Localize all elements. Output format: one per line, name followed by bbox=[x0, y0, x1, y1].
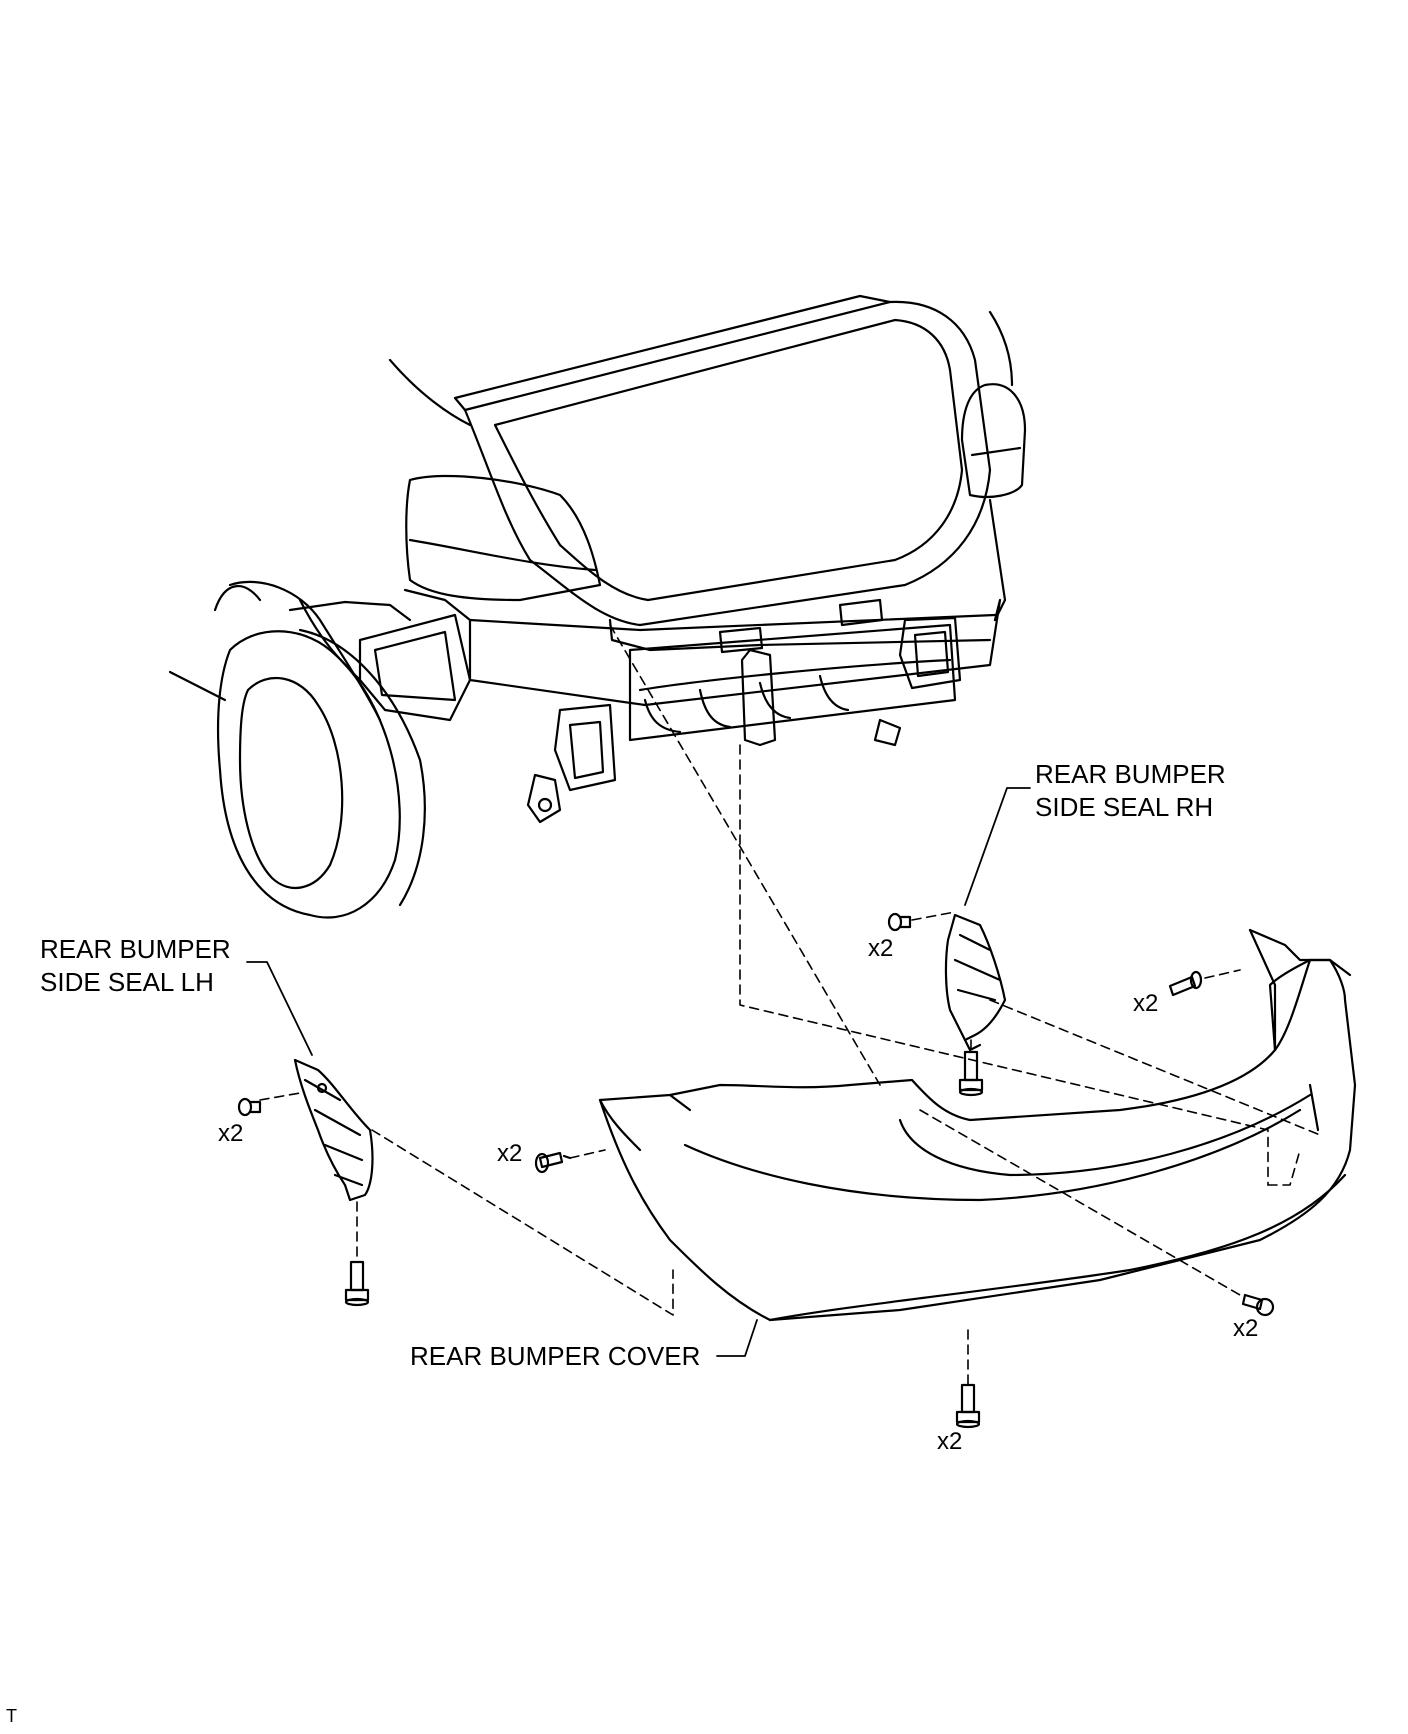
qty-rh-screw: x2 bbox=[1133, 990, 1159, 1017]
label-side-seal-rh-line2: SIDE SEAL RH bbox=[1035, 792, 1214, 822]
side-seal-lh bbox=[293, 1058, 374, 1202]
assembly-lines bbox=[259, 624, 1321, 1386]
fasteners bbox=[237, 912, 1275, 1429]
side-seal-rh bbox=[944, 913, 1007, 1052]
lh-clip bbox=[237, 1097, 262, 1117]
label-bumper-cover: REAR BUMPER COVER bbox=[410, 1341, 701, 1371]
rh-bumper-screw bbox=[1168, 970, 1203, 997]
vehicle-body bbox=[168, 294, 1027, 919]
qty-cover-left-screw: x2 bbox=[497, 1140, 523, 1167]
label-side-seal-lh-line2: SIDE SEAL LH bbox=[40, 967, 214, 997]
qty-lh-clip: x2 bbox=[218, 1120, 244, 1147]
qty-cover-bottom-screw: x2 bbox=[937, 1428, 963, 1455]
cover-bottom-screw bbox=[955, 1383, 981, 1429]
rear-bumper-cover bbox=[598, 928, 1357, 1322]
rh-clip bbox=[887, 912, 912, 932]
cover-right-screw bbox=[1241, 1293, 1275, 1317]
qty-cover-right-screw: x2 bbox=[1233, 1315, 1259, 1342]
label-side-seal-rh-line1: REAR BUMPER bbox=[1035, 759, 1226, 789]
label-side-seal-lh-line1: REAR BUMPER bbox=[40, 934, 231, 964]
label-side-seal-lh: REAR BUMPER SIDE SEAL LH bbox=[40, 933, 231, 999]
cover-left-screw bbox=[534, 1151, 572, 1174]
rh-vertical-screw bbox=[958, 1050, 984, 1097]
label-side-seal-rh: REAR BUMPER SIDE SEAL RH bbox=[1035, 758, 1226, 824]
lh-vertical-screw bbox=[344, 1260, 370, 1307]
corner-mark: T bbox=[6, 1706, 17, 1726]
qty-rh-clip: x2 bbox=[868, 935, 894, 962]
leader-lines bbox=[246, 787, 1031, 1357]
